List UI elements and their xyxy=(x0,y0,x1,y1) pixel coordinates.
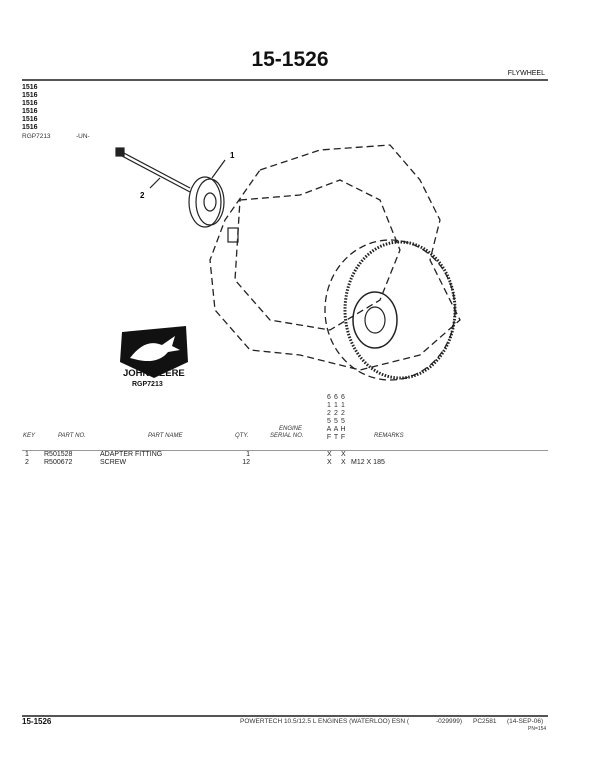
logo-text: JOHN DEERE xyxy=(123,368,185,379)
code: 1516 xyxy=(22,124,38,131)
figure-ref: RGP7213 xyxy=(22,133,51,140)
footer-date: (14-SEP-06) xyxy=(507,718,544,725)
header-qty: QTY. xyxy=(235,433,249,439)
callout-2: 2 xyxy=(140,191,145,200)
header-rule xyxy=(22,79,548,81)
footer-page: 15-1526 xyxy=(22,717,52,726)
header-serial: SERIAL NO. xyxy=(270,433,304,439)
section-name: FLYWHEEL xyxy=(507,70,545,77)
header-key: KEY xyxy=(23,433,36,439)
page-title: 15-1526 xyxy=(251,48,329,71)
footer-doc: PC2581 xyxy=(473,718,497,725)
callout-1: 1 xyxy=(230,151,235,160)
code: 1516 xyxy=(22,92,38,99)
figure-suffix: -UN- xyxy=(76,133,90,140)
code: 1516 xyxy=(22,84,38,91)
john-deere-logo: JOHN DEERE RGP7213 xyxy=(120,326,188,388)
code: 1516 xyxy=(22,108,38,115)
footer-description: POWERTECH 10.5/12.5 L ENGINES (WATERLOO)… xyxy=(240,718,410,725)
footer-esn: -029999) xyxy=(436,718,463,725)
footer-pn: PN=154 xyxy=(528,726,547,732)
code: 1516 xyxy=(22,116,38,123)
table-rule xyxy=(22,450,548,451)
exploded-view-illustration: 1 2 JOHN DEERE RGP7213 xyxy=(115,144,461,388)
logo-ref: RGP7213 xyxy=(132,381,163,388)
code: 1516 xyxy=(22,100,38,107)
header-part-name: PART NAME xyxy=(148,433,183,439)
header-engine: ENGINE xyxy=(279,426,303,432)
header-part-no: PART NO. xyxy=(58,433,86,439)
header-remarks: REMARKS xyxy=(374,433,404,439)
footer-rule xyxy=(22,715,548,717)
